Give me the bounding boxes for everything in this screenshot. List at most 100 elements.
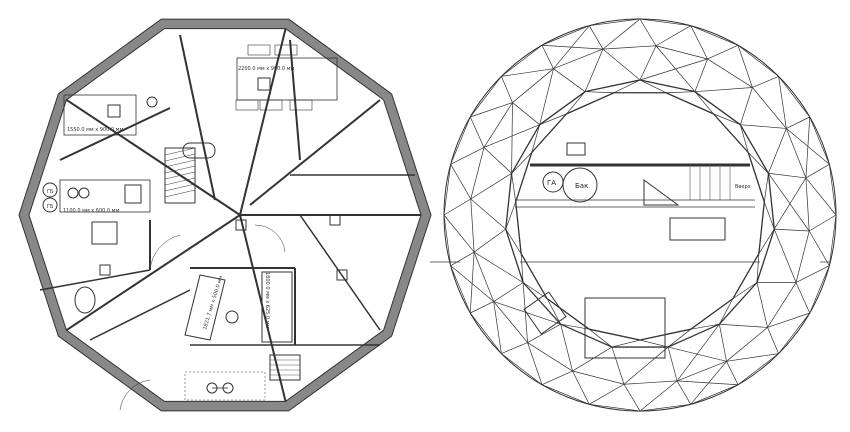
dome-strut xyxy=(511,102,513,174)
dome-strut xyxy=(589,18,641,27)
stool xyxy=(107,104,121,118)
dome-strut xyxy=(639,79,667,94)
label-stairs-up: Вверх xyxy=(735,184,751,190)
dome-outline xyxy=(443,18,837,412)
dome-strut xyxy=(560,323,590,330)
toilet xyxy=(74,286,96,314)
dome-strut xyxy=(512,102,540,125)
dome-strut xyxy=(639,339,669,348)
dome-strut xyxy=(778,76,787,129)
dome-strut xyxy=(511,152,532,174)
lamp-circle xyxy=(225,310,239,324)
dome-strut xyxy=(639,58,708,81)
dome-strut xyxy=(515,152,533,203)
dome-strut xyxy=(511,173,517,202)
dome-strut xyxy=(786,116,810,129)
dome-strut xyxy=(665,92,714,115)
dome-strut xyxy=(756,228,775,283)
hatch-line xyxy=(164,159,196,168)
dome-strut xyxy=(740,124,787,129)
dome-strut xyxy=(546,298,590,330)
dome-strut xyxy=(707,44,739,60)
partition-wall xyxy=(249,99,381,206)
lamp-circle xyxy=(146,96,158,108)
dome-strut xyxy=(602,48,641,81)
dome-strut xyxy=(450,265,471,314)
dome-strut xyxy=(667,328,692,348)
door-swing xyxy=(254,224,286,253)
dome-strut xyxy=(639,18,657,46)
chair xyxy=(259,99,283,111)
dome-strut xyxy=(541,370,573,386)
dome-strut xyxy=(541,25,590,46)
chair xyxy=(289,99,313,111)
label-boiler-2: ГБ xyxy=(47,204,54,210)
dome-strut xyxy=(584,79,641,93)
hatch-line xyxy=(164,153,196,162)
dome-strut xyxy=(737,353,779,386)
dome-strut xyxy=(539,68,554,125)
dome-strut xyxy=(795,230,810,283)
dome-strut xyxy=(752,76,779,88)
dome-strut xyxy=(470,172,512,200)
dome-strut xyxy=(690,384,739,405)
stool xyxy=(257,77,271,91)
dome-strut xyxy=(805,177,837,216)
dome-strut xyxy=(732,253,760,299)
dome-strut xyxy=(505,201,517,230)
dome-strut xyxy=(767,312,810,328)
hatch-line xyxy=(164,147,196,156)
bed-dome xyxy=(584,297,666,359)
dome-strut xyxy=(726,327,768,362)
dome-strut xyxy=(541,44,603,50)
dome-strut xyxy=(443,164,452,216)
dome-strut xyxy=(795,282,811,314)
partition-wall xyxy=(89,289,191,341)
dome-strut xyxy=(667,323,720,348)
dome-strut xyxy=(450,116,471,165)
dome-strut xyxy=(531,124,541,153)
dome-strut xyxy=(773,228,797,283)
dome-strut xyxy=(756,253,760,283)
hatch-line xyxy=(164,177,196,186)
dome-strut xyxy=(553,25,590,69)
label-counter: 1100.0 мм x 600.0 мм xyxy=(63,208,119,214)
label-tank: Бак xyxy=(575,182,588,190)
dome-strut xyxy=(758,201,765,254)
dome-strut xyxy=(531,113,568,153)
dome-strut xyxy=(493,301,528,343)
stool xyxy=(329,214,341,226)
dome-strut xyxy=(795,265,830,283)
dome-strut xyxy=(443,214,475,253)
dome-strut xyxy=(505,173,513,230)
dome-strut xyxy=(470,147,485,200)
dome-strut xyxy=(539,91,586,126)
dome-strut xyxy=(690,361,727,405)
dome-strut xyxy=(676,380,692,405)
dome-strut xyxy=(527,342,543,385)
door-swing xyxy=(119,379,151,411)
dome-strut xyxy=(611,339,641,348)
dome-strut xyxy=(763,173,769,202)
dome-strut xyxy=(511,124,541,174)
dome-strut xyxy=(752,87,787,129)
dome-strut xyxy=(483,147,512,174)
stove-burner xyxy=(67,187,79,199)
dome-strut xyxy=(473,228,506,253)
dome-strut xyxy=(726,353,779,362)
dome-strut xyxy=(450,251,475,267)
dome-strut xyxy=(470,198,475,253)
dome-strut xyxy=(450,164,472,200)
dome-strut xyxy=(763,201,775,230)
dome-strut xyxy=(572,346,613,372)
label-ga: ГА xyxy=(547,179,556,187)
desk xyxy=(669,217,726,241)
dome-strut xyxy=(585,91,615,94)
hatch-line xyxy=(164,183,196,192)
dome-strut xyxy=(767,173,775,230)
dome-strut xyxy=(470,102,513,118)
dome-strut xyxy=(719,323,768,328)
dome-strut xyxy=(768,172,806,179)
dome-strut xyxy=(522,282,562,325)
dome-strut xyxy=(512,68,554,103)
